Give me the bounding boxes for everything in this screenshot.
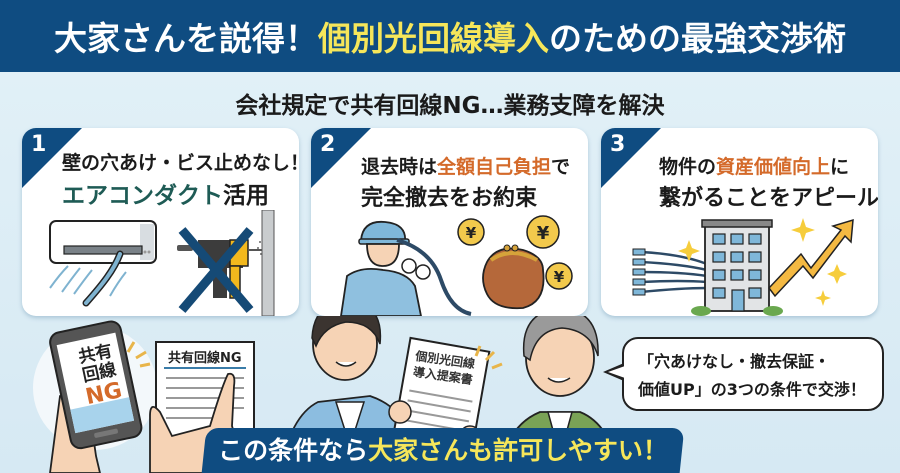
corner-badge [311,128,371,188]
svg-text:¥: ¥ [554,268,565,286]
tip-card-3: 3 物件の資産価値向上に 繋がることをアピール [601,128,878,316]
document-title: 共有回線NG [168,351,242,366]
card-highlight: 全額自己負担 [437,156,552,178]
svg-text:¥: ¥ [466,224,477,242]
card-line1: 物件の資産価値向上に [659,152,849,179]
title-part1: 大家さんを説得！ [54,19,318,58]
title-part2: のための最強交渉術 [549,19,846,58]
footer-text-highlight: 大家さんも許可しやすい！ [368,436,668,465]
card-number: 2 [320,132,336,157]
footer-text-pre: この条件なら [218,436,369,465]
page-title: 大家さんを説得！個別光回線導入のための最強交渉術 [0,0,900,72]
speech-line1: 「穴あけなし・撤去保証・ [638,352,831,371]
building-icon [632,218,854,316]
card-line1-post: に [830,156,850,178]
speech-line2: 価値UP」の3つの条件で交渉！ [638,380,866,399]
card-line1: 退去時は全額自己負担で [361,152,570,179]
tip-card-2: 2 退去時は全額自己負担で 完全撤去をお約束 ¥ ¥ ¥ [311,128,588,316]
corner-badge [601,128,661,188]
phone-screen-text: 共有 回線 NG [64,339,136,412]
card-line2: 繋がることをアピール [659,186,878,211]
card-highlight: エアコンダクト [62,183,223,209]
corner-badge [22,128,82,188]
card-number: 1 [31,132,47,157]
card-line1-pre: 物件の [659,156,717,178]
card-line2-rest: 活用 [223,183,269,209]
card-line2: エアコンダクト活用 [62,176,269,210]
tip-card-1: 1 壁の穴あけ・ビス止めなし！ エアコンダクト活用 [22,128,299,316]
footer-text: この条件なら大家さんも許可しやすい！ [204,431,682,467]
card-number: 3 [610,132,626,157]
speech-bubble-tail-fill [608,366,625,378]
card-line1-pre: 退去時は [361,156,438,178]
svg-text:¥: ¥ [537,223,550,244]
card-line1-post: で [551,156,571,178]
card-line1: 壁の穴あけ・ビス止めなし！ [62,152,299,174]
subtitle: 会社規定で共有回線NG…業務支障を解決 [235,93,665,119]
air-conditioner-icon [49,210,275,316]
card-highlight: 資産価値向上 [716,156,831,178]
title-highlight: 個別光回線導入 [318,19,549,58]
speech-bubble: 「穴あけなし・撤去保証・ 価値UP」の3つの条件で交渉！ [622,337,884,411]
worker-icon: ¥ ¥ ¥ [340,215,573,316]
card-line2: 完全撤去をお約束 [361,186,538,211]
